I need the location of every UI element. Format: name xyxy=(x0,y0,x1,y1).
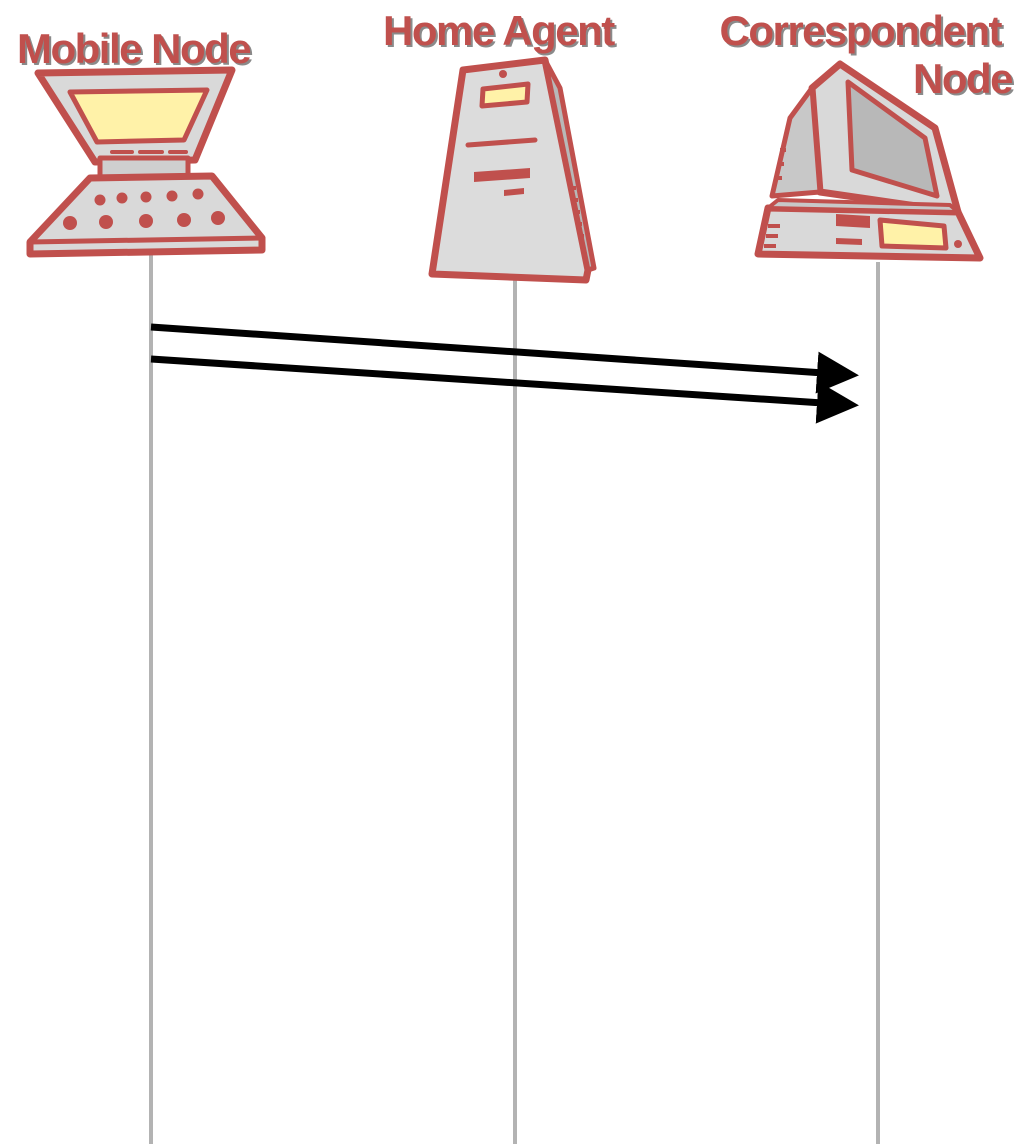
correspondent-node-label-group: Correspondent Correspondent Node Node xyxy=(719,7,1015,104)
home-agent-label-group: Home Agent Home Agent xyxy=(383,7,619,56)
mobile-node-label: Mobile Node xyxy=(17,25,250,72)
mobile-node-label-group: Mobile Node Mobile Node xyxy=(17,25,254,74)
server-tower-icon xyxy=(428,56,597,284)
correspondent-node-label-line2-shadow: Node xyxy=(915,57,1014,104)
mobile-node-label-shadow: Mobile Node xyxy=(19,27,252,74)
correspondent-node-label-line1-shadow: Correspondent xyxy=(721,9,1004,56)
desktop-computer-icon xyxy=(754,60,984,262)
message-arrow-2 xyxy=(150,355,859,424)
correspondent-node-label-line1: Correspondent xyxy=(719,7,1002,54)
laptop-icon xyxy=(26,66,266,258)
correspondent-node-label-line2: Node xyxy=(913,55,1012,102)
home-agent-label: Home Agent xyxy=(383,7,615,54)
message-arrow-1 xyxy=(150,323,859,394)
home-agent-label-shadow: Home Agent xyxy=(385,9,617,56)
